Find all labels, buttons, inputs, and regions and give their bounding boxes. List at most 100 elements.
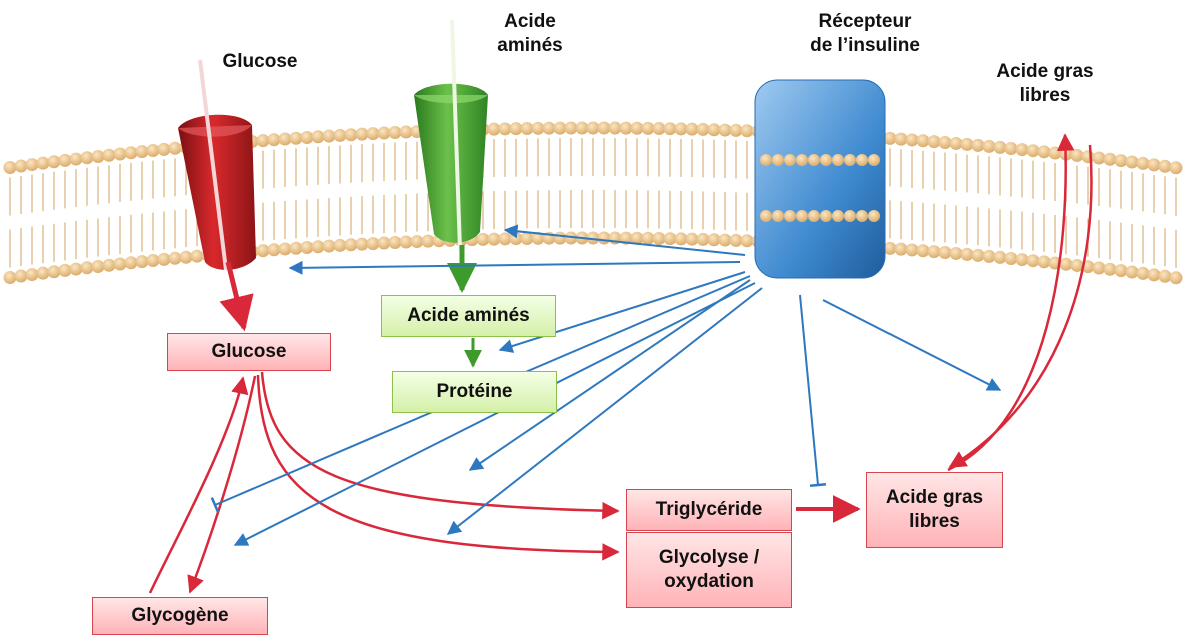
lipid-head xyxy=(1159,160,1172,173)
lipid-head xyxy=(1016,253,1029,266)
lipid-head xyxy=(1071,149,1084,162)
lipid-head xyxy=(939,246,952,259)
lipid-head xyxy=(59,264,72,277)
lipid-head xyxy=(844,154,856,166)
lipid-head xyxy=(125,256,138,269)
lipid-head xyxy=(808,210,820,222)
lipid-head xyxy=(136,145,149,158)
amino-acids-box: Acide aminés xyxy=(381,295,556,337)
lipid-head xyxy=(92,150,105,163)
lipid-head xyxy=(917,134,930,147)
lipid-head xyxy=(125,146,138,159)
lipid-head xyxy=(15,160,28,173)
lipid-head xyxy=(4,271,17,284)
lipid-head xyxy=(1137,157,1150,170)
lipid-head xyxy=(895,243,908,256)
lipid-head xyxy=(994,251,1007,264)
lipid-head xyxy=(994,141,1007,154)
lipid-head xyxy=(784,210,796,222)
glycolysis-box: Glycolyse / oxydation xyxy=(626,532,792,608)
signal-to-fatty-acids xyxy=(823,300,1000,390)
lipid-head xyxy=(103,259,116,272)
lipid-head xyxy=(70,153,83,166)
lipid-head xyxy=(191,250,204,263)
lipid-head xyxy=(1170,271,1183,284)
lipid-head xyxy=(147,254,160,267)
lipid-head xyxy=(48,265,61,278)
fatty-acids-influx-arrow xyxy=(950,145,1091,467)
insulin-receptor-label: Récepteur de l’insuline xyxy=(770,10,960,58)
lipid-head xyxy=(158,253,171,266)
lipid-head xyxy=(1038,145,1051,158)
lipid-head xyxy=(868,210,880,222)
lipid-head xyxy=(928,135,941,148)
lipid-head xyxy=(961,138,974,151)
lipid-head xyxy=(1005,142,1018,155)
lipid-head xyxy=(26,158,39,171)
lipid-head xyxy=(950,247,963,260)
lipid-head xyxy=(81,151,94,164)
lipid-head xyxy=(820,210,832,222)
lipid-head xyxy=(1082,150,1095,163)
lipid-head xyxy=(760,210,772,222)
lipid-head xyxy=(114,257,127,270)
lipid-head xyxy=(972,139,985,152)
lipid-head xyxy=(760,154,772,166)
lipid-head xyxy=(1049,147,1062,160)
glucose-label: Glucose xyxy=(205,50,315,74)
lipid-head xyxy=(1104,263,1117,276)
lipid-head xyxy=(1148,268,1161,281)
lipid-head xyxy=(772,154,784,166)
lipid-head xyxy=(796,210,808,222)
lipid-head xyxy=(70,263,83,276)
lipid-head xyxy=(895,133,908,146)
signal-inhibit-lipolysis-bar xyxy=(810,484,826,486)
lipid-head xyxy=(26,268,39,281)
lipid-head xyxy=(1159,270,1172,283)
lipid-head xyxy=(1104,153,1117,166)
glycogen-box: Glycogène xyxy=(92,597,268,635)
lipid-head xyxy=(1093,151,1106,164)
lipid-head xyxy=(950,137,963,150)
free-fatty-acids-box: Acide gras libres xyxy=(866,472,1003,548)
lipid-head xyxy=(856,210,868,222)
lipid-head xyxy=(4,161,17,174)
lipid-head xyxy=(832,210,844,222)
lipid-head xyxy=(972,249,985,262)
lipid-head xyxy=(103,149,116,162)
lipid-head xyxy=(15,270,28,283)
lipid-head xyxy=(928,245,941,258)
lipid-head xyxy=(983,250,996,263)
protein-box: Protéine xyxy=(392,371,557,413)
free-fatty-acids-label: Acide gras libres xyxy=(985,60,1105,108)
lipid-head xyxy=(1170,161,1183,174)
lipid-head xyxy=(114,147,127,160)
lipid-head xyxy=(844,210,856,222)
lipid-head xyxy=(169,142,182,155)
lipid-head xyxy=(37,267,50,280)
amino-acids-label: Acide aminés xyxy=(475,10,585,58)
lipid-head xyxy=(939,136,952,149)
lipid-head xyxy=(158,143,171,156)
lipid-head xyxy=(136,255,149,268)
triglyceride-box: Triglycéride xyxy=(626,489,792,531)
lipid-head xyxy=(37,157,50,170)
signal-inhibit-lipolysis xyxy=(800,295,818,485)
lipid-head xyxy=(917,244,930,257)
lipid-head xyxy=(257,134,270,147)
lipid-head xyxy=(59,154,72,167)
lipid-head xyxy=(92,260,105,273)
glucose-box: Glucose xyxy=(167,333,331,371)
lipid-head xyxy=(1148,158,1161,171)
lipid-head xyxy=(784,154,796,166)
lipid-head xyxy=(48,155,61,168)
lipid-head xyxy=(820,154,832,166)
lipid-head xyxy=(906,243,919,256)
insulin-receptor xyxy=(755,80,885,278)
lipid-head xyxy=(1126,266,1139,279)
lipid-head xyxy=(772,210,784,222)
lipid-head xyxy=(257,244,270,257)
lipid-head xyxy=(832,154,844,166)
glucose-to-glycogen-arrow xyxy=(190,376,255,592)
